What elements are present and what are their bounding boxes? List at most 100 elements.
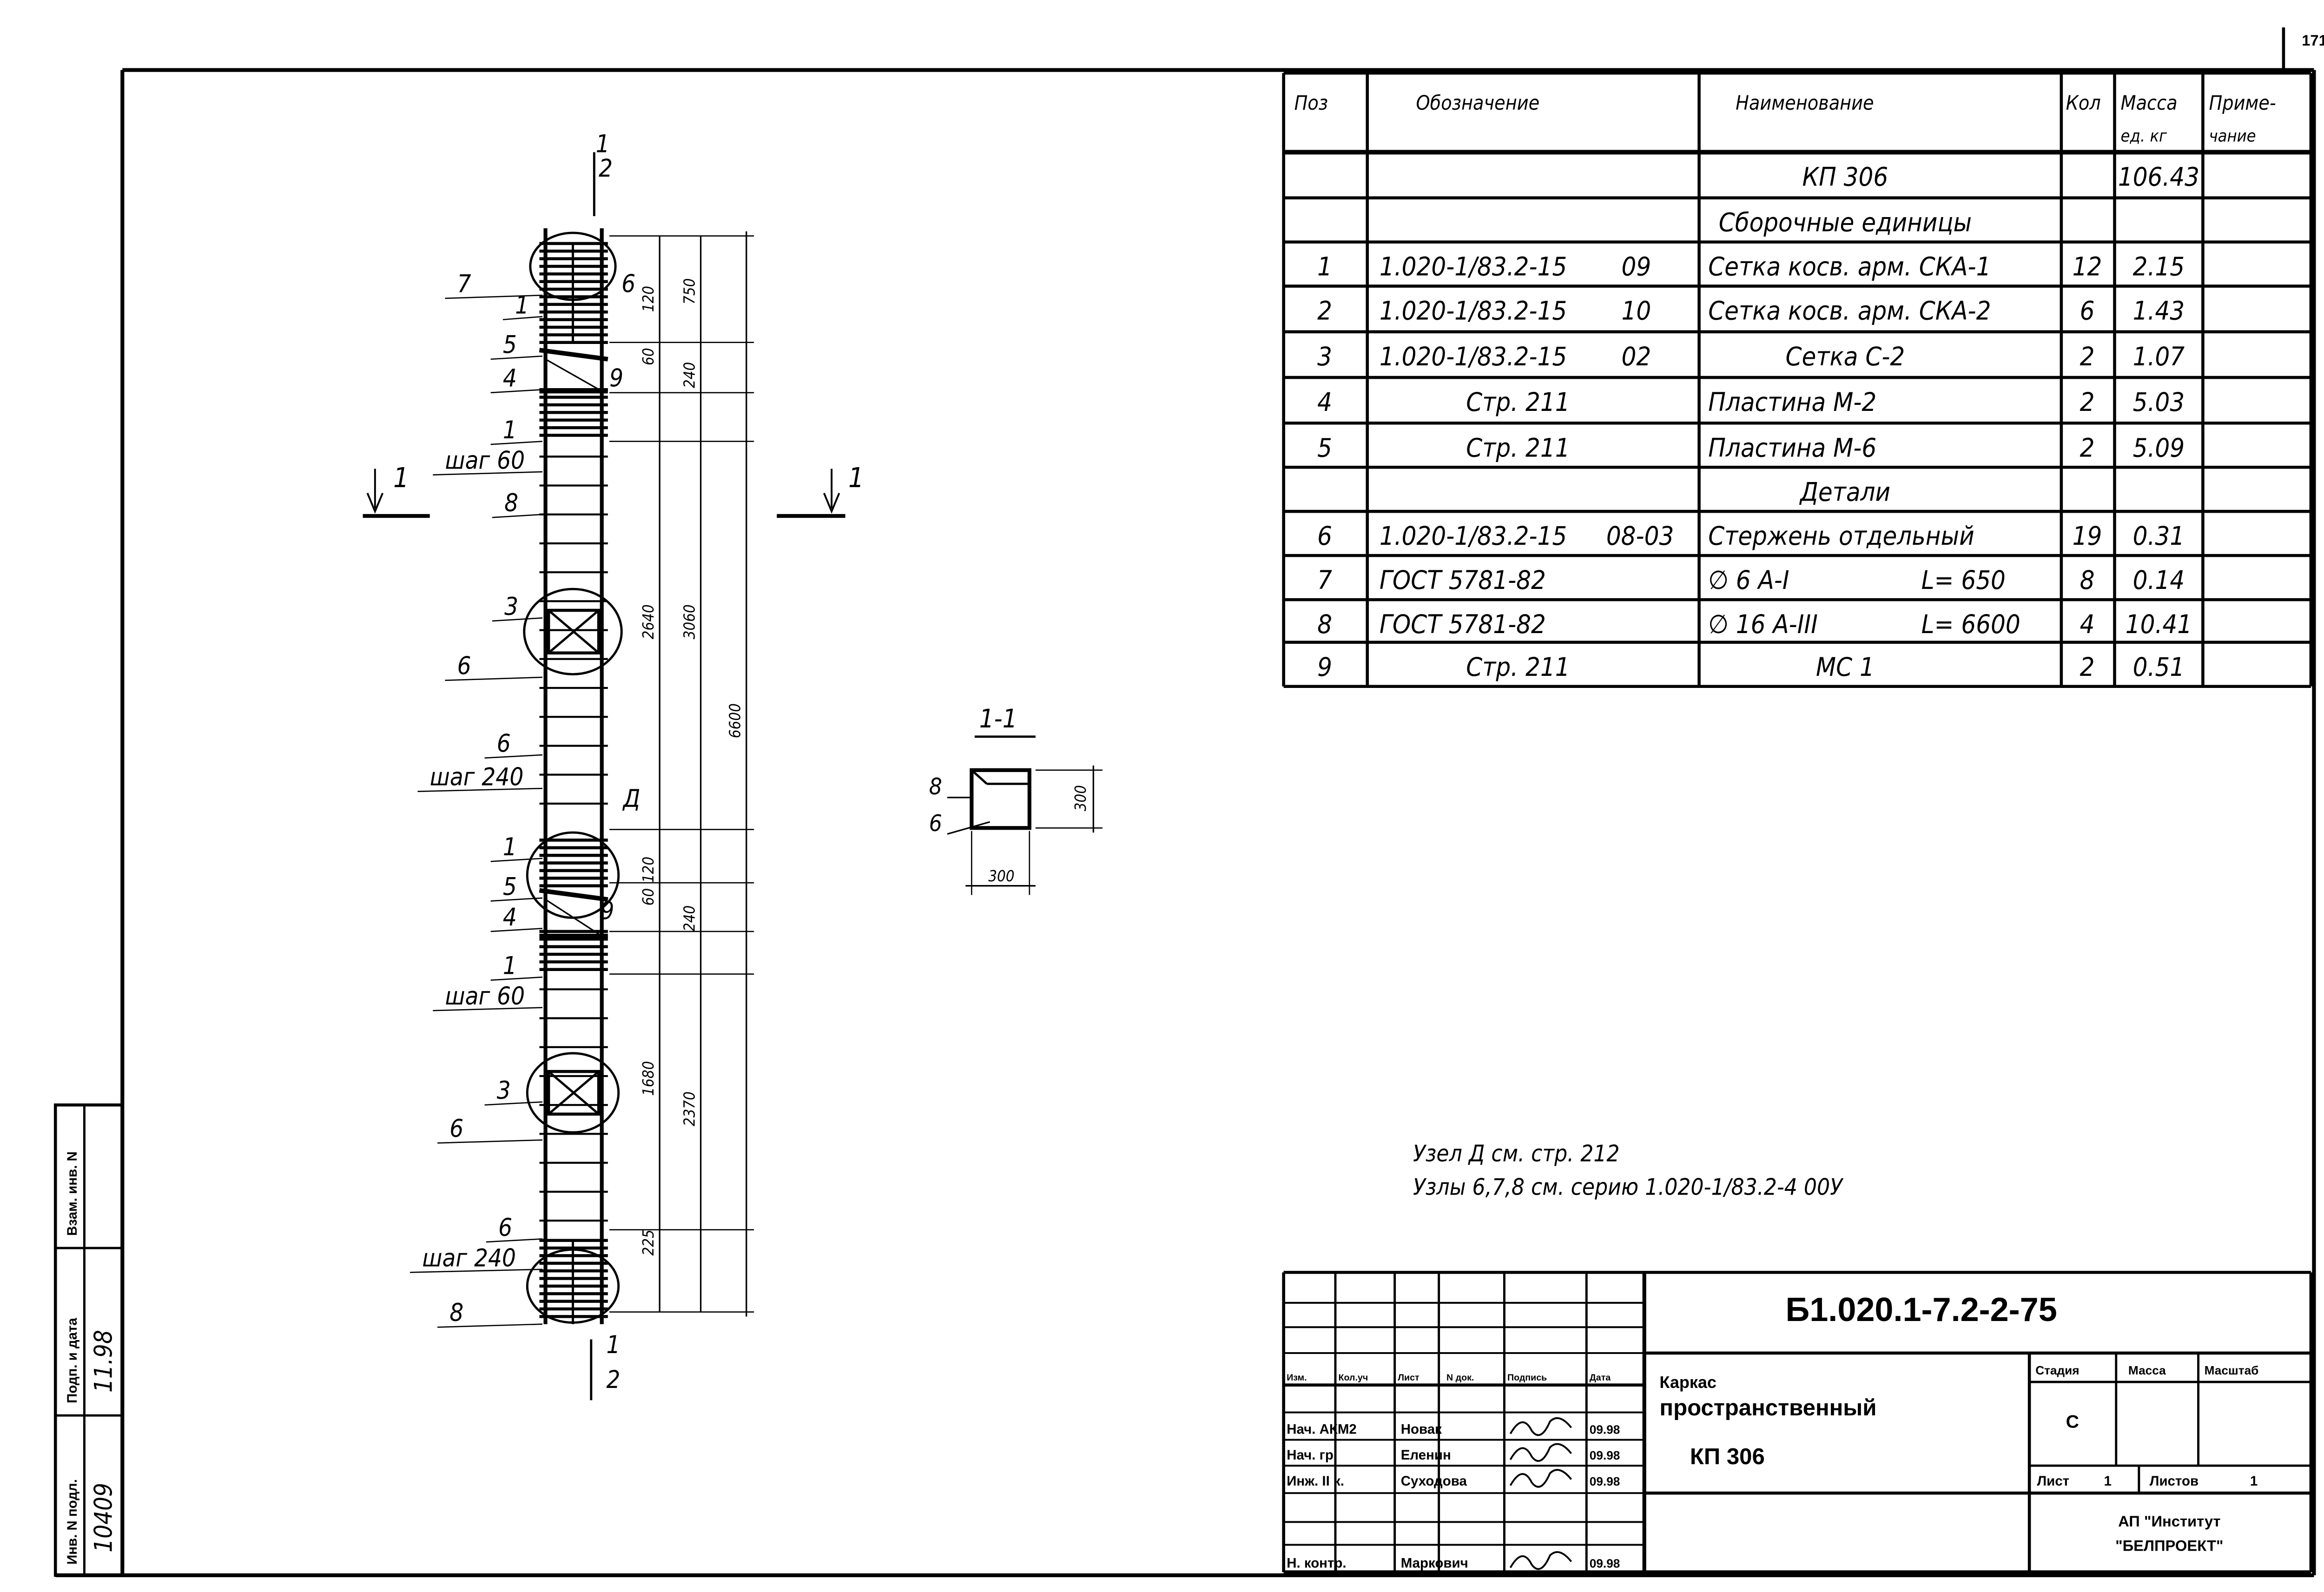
org-line-2: "БЕЛПРОЕКТ"	[2115, 1537, 2223, 1554]
header-designation: Обозначение	[1416, 92, 1540, 115]
header-mass-unit: ед. кг	[2121, 127, 2167, 146]
cell-code: 09	[1622, 252, 1651, 282]
signature	[1509, 1417, 1572, 1436]
section-dim-v: 300	[1072, 785, 1089, 811]
cell-name: Сетка косв. арм. СКА-2	[1708, 296, 1991, 326]
leader-label: 6	[498, 1214, 512, 1242]
cell-pos: 9	[1317, 652, 1332, 682]
leader-label: 9	[609, 364, 623, 393]
header-note-2: чание	[2209, 127, 2256, 146]
cell-name: ∅ 16 A-III	[1708, 609, 1818, 640]
dim-label: 750	[680, 278, 698, 304]
cell-name: Сетка косв. арм. СКА-1	[1708, 252, 1991, 282]
plate-m6	[539, 348, 608, 362]
detail-circle	[529, 231, 617, 301]
leader-label: 9	[600, 897, 614, 925]
section-outline	[970, 768, 1031, 830]
cell-pos: 8	[1317, 609, 1332, 640]
cell-name: Пластина М-6	[1708, 433, 1876, 463]
leader-label: шаг 60	[445, 447, 525, 475]
leader-label: 8	[449, 1299, 463, 1327]
header-mass: Масса	[2121, 92, 2178, 115]
signer-role: Н. контр.	[1287, 1556, 1346, 1571]
cell-qty: 12	[2073, 252, 2102, 282]
note-1: Узел Д см. стр. 212	[1413, 1140, 1620, 1167]
cell-name: Сборочные единицы	[1719, 208, 1972, 238]
stage-label: Стадия	[2035, 1363, 2079, 1377]
cell-name: Пластина М-2	[1708, 387, 1876, 417]
cell-qty: 2	[2080, 387, 2095, 417]
cell-designation: Стр. 211	[1466, 387, 1570, 417]
cell-mass: 1.43	[2133, 296, 2185, 326]
leader-line	[492, 617, 543, 622]
cell-pos: 1	[1317, 252, 1332, 282]
dim-label: 60	[640, 348, 657, 365]
replace-label: Взам. инв. N	[65, 1151, 80, 1236]
table-row: Сборочные единицы	[1719, 208, 1972, 238]
cell-length: L= 6600	[1921, 609, 2020, 640]
leader-label: 5	[503, 331, 517, 359]
detail-circle	[526, 1248, 620, 1324]
signer-date: 09.98	[1590, 1474, 1620, 1488]
leader-line	[410, 1268, 543, 1273]
mesh-cross	[548, 609, 600, 654]
plate-brace	[545, 358, 602, 392]
cell-mass: 5.09	[2133, 433, 2185, 463]
cell-length: L= 650	[1921, 565, 2006, 595]
tb-col-header: Изм.	[1287, 1373, 1307, 1383]
column-elevation: 1206026401206016802257502403060240237066…	[410, 130, 754, 1400]
leader-label: 7	[457, 270, 471, 298]
leader-label: 8	[504, 489, 518, 517]
section-cut-marks: 1 1	[363, 462, 864, 518]
dim-label: 1680	[640, 1061, 657, 1096]
cell-code: 08-03	[1606, 521, 1674, 551]
leader-line	[490, 976, 543, 981]
cell-qty: 2	[2080, 433, 2095, 463]
cell-qty: 2	[2080, 342, 2095, 372]
leader-line	[433, 1007, 543, 1011]
dim-label: 2640	[640, 604, 657, 639]
cell-designation: 1.020-1/83.2-15	[1380, 521, 1567, 551]
cell-designation: ГОСТ 5781-82	[1380, 609, 1546, 640]
section-label-8: 8	[929, 773, 942, 800]
leader-line	[437, 1139, 543, 1144]
leader-label: 6	[497, 730, 511, 758]
cell-qty: 19	[2073, 521, 2102, 551]
header-note: Приме-	[2209, 92, 2276, 115]
sheet-label: Лист	[2037, 1473, 2069, 1489]
cell-pos: 2	[1317, 296, 1332, 326]
dim-label: 2370	[680, 1091, 698, 1126]
side-stamp: Инв. N подл. 10409 Подп. и дата 11.98 Вз…	[53, 1103, 124, 1577]
leader-line	[490, 928, 543, 932]
signer-date: 09.98	[1590, 1557, 1620, 1571]
leader-line	[484, 754, 543, 759]
tb-col-header: Лист	[1398, 1373, 1419, 1383]
leader-line	[445, 676, 543, 681]
leader-line	[490, 389, 543, 394]
dim-label: 240	[680, 362, 698, 388]
detail-circle	[526, 1052, 620, 1134]
cell-qty: 2	[2080, 652, 2095, 682]
section-title: 1-1	[979, 704, 1017, 734]
tb-col-header: Дата	[1590, 1373, 1611, 1383]
cell-designation: Стр. 211	[1466, 433, 1570, 463]
leader-line	[502, 316, 543, 320]
leader-line	[445, 294, 543, 299]
header-qty: Кол	[2066, 92, 2101, 115]
cell-mass: 10.41	[2126, 609, 2192, 640]
mesh-box	[547, 1070, 601, 1116]
leader-line	[486, 1238, 543, 1243]
sheets-label: Листов	[2150, 1473, 2199, 1489]
cell-name: Стержень отдельный	[1708, 521, 1974, 551]
leader-label: шаг 60	[445, 982, 525, 1011]
